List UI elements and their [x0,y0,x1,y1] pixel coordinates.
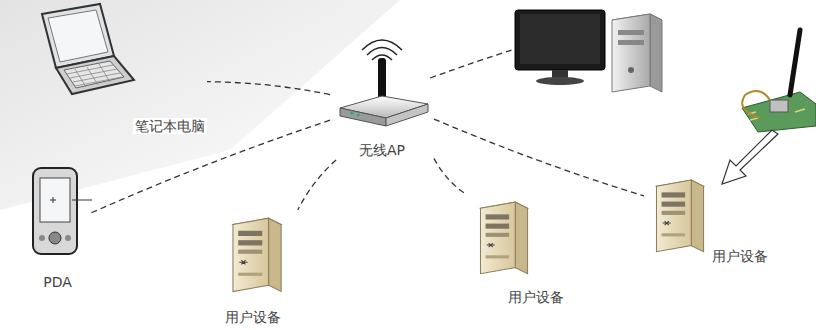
wireless-link [90,120,330,213]
server-icon [233,218,281,291]
hollow-arrow [722,130,778,184]
device-node: 用户设备 [206,210,300,327]
device-node: 用户设备 [644,172,770,266]
desktop-link [430,50,512,78]
device-label: 无线AP [357,142,407,158]
device-node: 笔记本电脑 [22,8,207,136]
device-label: 用户设备 [223,309,283,325]
device-label: PDA [41,274,74,290]
wireless-link [434,119,644,196]
wireless-link [298,160,336,210]
wireless-link [434,158,466,194]
server-icon [480,202,527,274]
device-label: 用户设备 [710,248,770,264]
device-label: 用户设备 [506,289,566,305]
pda-pointer [72,200,92,201]
wireless-ap-icon [340,40,428,126]
device-label: 笔记本电脑 [133,118,207,134]
laptop-icon [42,4,134,94]
device-node: 无线AP [330,40,434,160]
desktop-computer-icon [515,10,662,92]
device-node: PDA [25,160,90,292]
pda-icon [33,168,77,254]
wireless-module-icon [742,30,816,132]
device-node: 用户设备 [466,194,566,307]
wireless-link [207,82,330,95]
server-icon [656,180,703,252]
